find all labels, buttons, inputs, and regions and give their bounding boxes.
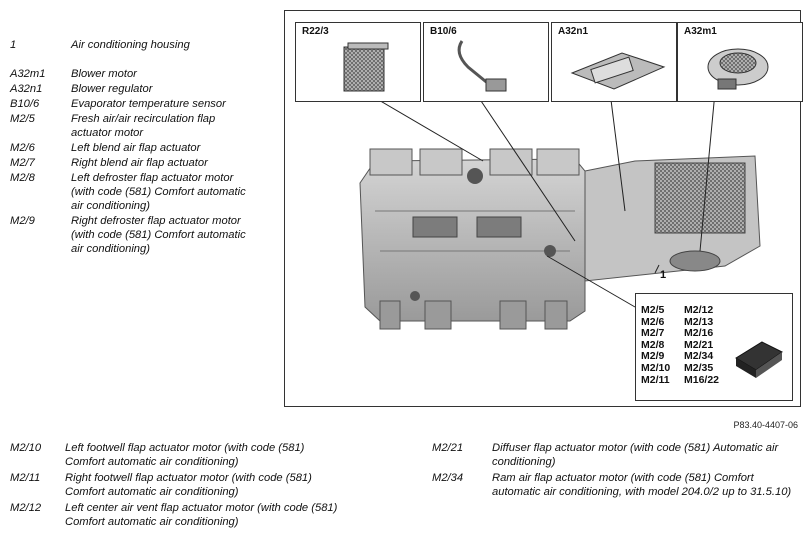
legend-item: M2/12 Left center air vent flap actuator… [10, 501, 400, 529]
motor-code: M2/13 [684, 315, 714, 328]
legend-code: M2/12 [10, 502, 42, 514]
legend-item: A32m1 Blower motor [10, 67, 280, 81]
motor-codes-left: M2/5 M2/6 M2/7 M2/8 M2/9 M2/10 M2/11 [641, 304, 671, 386]
inset-label: R22/3 [302, 26, 329, 37]
legend-item: M2/10 Left footwell flap actuator motor … [10, 441, 400, 469]
figure-reference: P83.40-4407-06 [733, 420, 798, 430]
legend-code: M2/11 [10, 472, 41, 484]
motor-code: M2/35 [684, 361, 714, 374]
legend-top: 1 Air conditioning housing A32m1 Blower … [10, 38, 280, 257]
motor-code: M2/6 [641, 315, 665, 328]
legend-desc: Left defroster flap actuator motor (with… [71, 172, 246, 212]
legend-code: M2/8 [10, 172, 35, 184]
legend-desc: Evaporator temperature sensor [71, 98, 226, 110]
motor-code: M2/11 [641, 373, 670, 386]
legend-item: M2/21 Diffuser flap actuator motor (with… [432, 441, 802, 469]
motor-code: M2/16 [684, 327, 714, 340]
legend-item: M2/34 Ram air flap actuator motor (with … [432, 471, 802, 499]
legend-code: A32n1 [10, 83, 43, 95]
blower-motor-icon [707, 48, 769, 90]
sensor-icon [457, 40, 507, 92]
motor-code: M2/5 [641, 304, 665, 316]
inset-label: A32n1 [558, 26, 589, 37]
legend-desc: Diffuser flap actuator motor (with code … [492, 442, 779, 468]
component-icon [343, 42, 389, 92]
legend-code: M2/21 [432, 442, 464, 454]
legend-desc: Left center air vent flap actuator motor… [65, 502, 338, 528]
legend-desc: Left footwell flap actuator motor (with … [65, 442, 305, 468]
inset-label: B10/6 [430, 26, 457, 37]
air-conditioning-housing-illustration [359, 91, 761, 330]
legend-code: M2/7 [10, 157, 35, 169]
legend-code: M2/6 [10, 142, 35, 154]
motor-code: M2/34 [684, 350, 714, 363]
motor-codes-right: M2/12 M2/13 M2/16 M2/21 M2/34 M2/35 M16/… [684, 304, 720, 386]
inset-label: A32m1 [684, 26, 717, 37]
legend-code: 1 [10, 39, 17, 51]
figure-frame: R22/3 B10/6 A32n1 A32m1 1 M2/5 M2/6 [284, 10, 803, 407]
motor-code: M2/12 [684, 304, 714, 316]
motor-code-table: M2/5 M2/6 M2/7 M2/8 M2/9 M2/10 M2/11 M2/… [635, 293, 793, 401]
legend-item: M2/11 Right footwell flap actuator motor… [10, 471, 400, 499]
legend-code: A32m1 [10, 68, 46, 80]
inset-r22-3: R22/3 [295, 22, 421, 102]
legend-item: A32n1 Blower regulator [10, 82, 280, 96]
legend-desc: Right blend air flap actuator [71, 157, 208, 169]
legend-code: B10/6 [10, 98, 40, 110]
legend-desc: Ram air flap actuator motor (with code (… [492, 472, 792, 498]
motor-code: M2/21 [684, 338, 714, 351]
legend-desc: Fresh air/air recirculation flap actuato… [71, 113, 216, 139]
legend-item: B10/6 Evaporator temperature sensor [10, 97, 280, 111]
legend-desc: Blower motor [71, 68, 137, 80]
legend-code: M2/34 [432, 472, 464, 484]
motor-code: M16/22 [684, 373, 720, 386]
inset-a32m1: A32m1 [677, 22, 803, 102]
legend-code: M2/9 [10, 215, 35, 227]
actuator-motor-icon [735, 341, 783, 378]
legend-desc: Left blend air flap actuator [71, 142, 201, 154]
motor-code: M2/10 [641, 361, 671, 374]
inset-b10-6: B10/6 [423, 22, 549, 102]
legend-item: 1 Air conditioning housing [10, 38, 280, 52]
callout-label: 1 [660, 269, 667, 281]
legend-bottom-left: M2/10 Left footwell flap actuator motor … [10, 441, 400, 531]
legend-item: M2/9 Right defroster flap actuator motor… [10, 214, 280, 256]
legend-item: M2/8 Left defroster flap actuator motor … [10, 171, 280, 213]
legend-desc: Right footwell flap actuator motor (with… [65, 472, 312, 498]
legend-code: M2/5 [10, 113, 35, 125]
legend-item: M2/6 Left blend air flap actuator [10, 141, 280, 155]
inset-a32n1: A32n1 [551, 22, 677, 102]
motor-code: M2/7 [641, 327, 665, 340]
legend-item: M2/5 Fresh air/air recirculation flap ac… [10, 112, 280, 140]
legend-desc: Blower regulator [71, 83, 153, 95]
legend-code: M2/10 [10, 442, 42, 454]
regulator-icon [570, 52, 666, 90]
motor-code: M2/8 [641, 338, 665, 351]
legend-item: M2/7 Right blend air flap actuator [10, 156, 280, 170]
legend-desc: Right defroster flap actuator motor (wit… [71, 215, 246, 255]
legend-desc: Air conditioning housing [71, 39, 190, 51]
legend-bottom-right: M2/21 Diffuser flap actuator motor (with… [432, 441, 802, 501]
motor-code: M2/9 [641, 350, 665, 363]
